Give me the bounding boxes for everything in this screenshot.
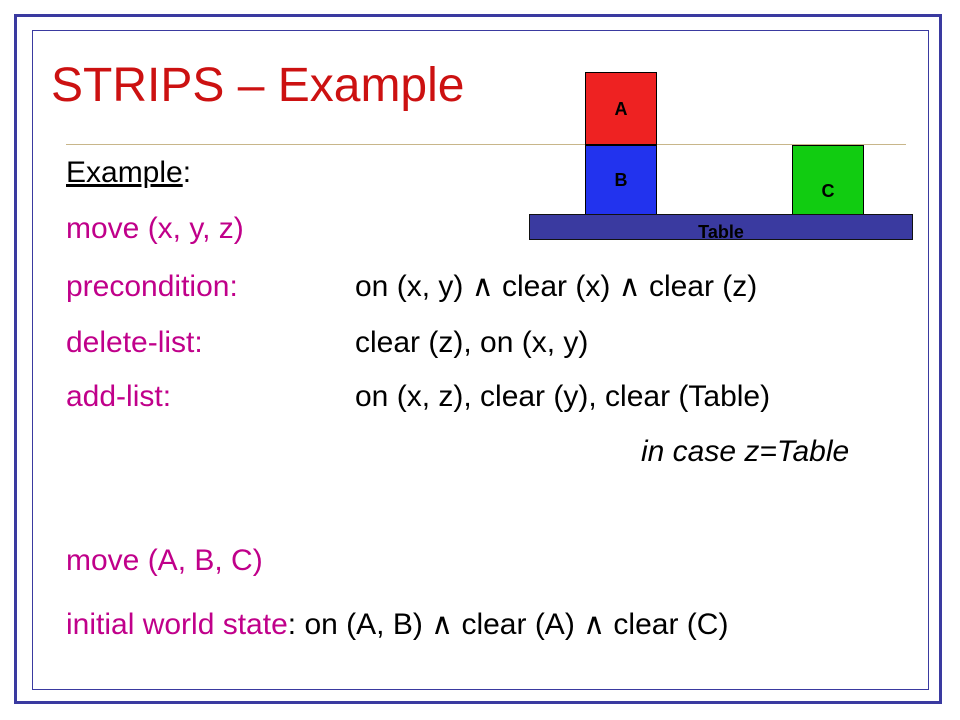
block-c-label: C (821, 181, 835, 201)
operator-signature: move (x, y, z) (66, 212, 244, 245)
block-a: A (585, 72, 657, 145)
initial-state-value: on (A, B) ∧ clear (A) ∧ clear (C) (304, 608, 729, 641)
slide-title: STRIPS – Example (51, 59, 465, 112)
table-label: Table (698, 222, 744, 242)
precondition-label: precondition: (66, 270, 238, 303)
example-colon: : (182, 156, 192, 189)
block-c: C (792, 145, 864, 215)
block-b: B (585, 145, 657, 215)
block-a-label: A (614, 98, 628, 119)
slide-inner-frame (32, 30, 929, 690)
example-heading: Example: (66, 158, 191, 188)
add-list-label: add-list: (66, 380, 172, 413)
initial-state-colon: : (287, 608, 297, 641)
add-list-value: on (x, z), clear (y), clear (Table) (355, 380, 771, 413)
delete-list-label: delete-list: (66, 326, 203, 359)
initial-state-label: initial world state (66, 608, 288, 641)
title-underline-rule (66, 144, 906, 145)
operator-instance: move (A, B, C) (66, 544, 263, 577)
delete-list-value: clear (z), on (x, y) (355, 326, 589, 359)
block-b-label: B (614, 170, 628, 190)
initial-state-line: initial world state: on (A, B) ∧ clear (… (66, 610, 728, 640)
table-bar: Table (529, 214, 913, 242)
example-label: Example (66, 156, 183, 189)
slide-outer-frame (14, 14, 942, 704)
precondition-value: on (x, y) ∧ clear (x) ∧ clear (z) (355, 270, 758, 303)
add-list-note: in case z=Table (641, 435, 850, 468)
